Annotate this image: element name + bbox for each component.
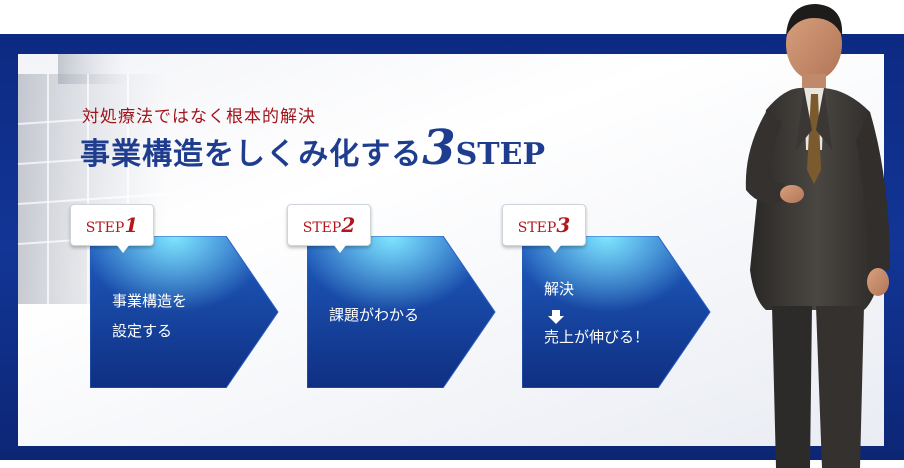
step-1-tag: STEP1 xyxy=(70,204,154,246)
step-2-text: 課題がわかる xyxy=(329,300,419,330)
step-1-number: 1 xyxy=(124,213,139,237)
title-suffix: STEP xyxy=(455,137,546,172)
step-3-tag: STEP3 xyxy=(502,204,586,246)
step-1-line-2: 設定する xyxy=(112,322,173,340)
subtitle: 対処療法ではなく根本的解決 xyxy=(82,107,316,127)
step-1-text: 事業構造を 設定する xyxy=(112,286,187,346)
step-1-card: STEP1 事業構造を 設定する xyxy=(70,200,280,392)
step-3-tag-tail xyxy=(548,244,562,253)
step-2-label: STEP xyxy=(302,220,342,236)
step-2-number: 2 xyxy=(341,213,356,237)
title-main: 事業構造をしくみ化する xyxy=(80,137,423,172)
step-1-label: STEP xyxy=(85,220,125,236)
step-3-card: STEP3 解決 売上が伸びる！ xyxy=(502,200,712,392)
step-3-text-result: 売上が伸びる！ xyxy=(544,322,649,352)
step-2-tag-tail xyxy=(333,244,347,253)
step-1-tag-tail xyxy=(116,244,130,253)
step-3-number: 3 xyxy=(556,213,571,237)
step-2-line-1: 課題がわかる xyxy=(329,306,420,324)
step-3-line-1: 解決 xyxy=(544,280,575,298)
step-2-card: STEP2 課題がわかる xyxy=(287,200,497,392)
page-title: 事業構造をしくみ化する3STEP xyxy=(80,124,545,172)
step-3-label: STEP xyxy=(517,220,557,236)
presenter-photo xyxy=(745,4,890,468)
down-arrow-icon xyxy=(548,310,564,324)
step-2-tag: STEP2 xyxy=(287,204,371,246)
step-3-text: 解決 xyxy=(544,274,574,304)
step-1-line-1: 事業構造を xyxy=(112,292,188,310)
step-1-arrow-shape xyxy=(90,236,279,388)
step-3-arrow-shape xyxy=(522,236,711,388)
title-number: 3 xyxy=(422,120,456,176)
step-3-line-2: 売上が伸びる！ xyxy=(544,328,650,346)
step-2-arrow-shape xyxy=(307,236,496,388)
